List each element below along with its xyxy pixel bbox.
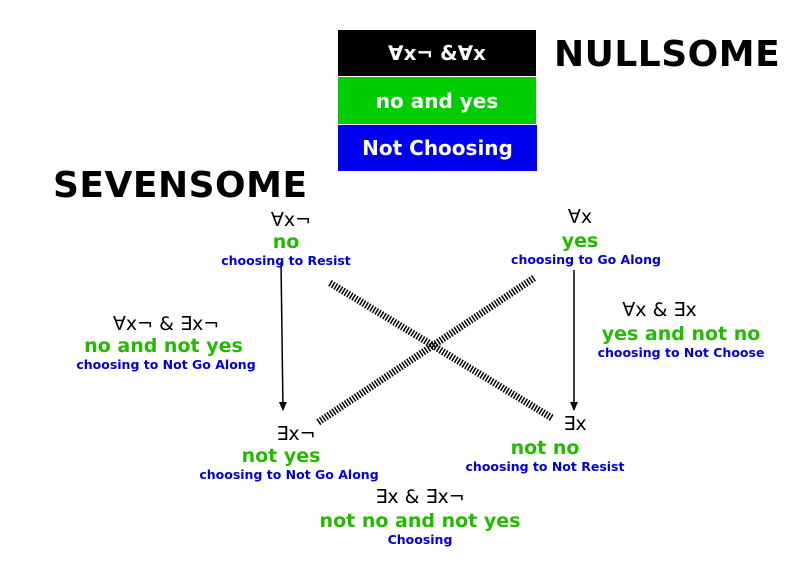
node-bottom-left-desc: choosing to Not Go Along — [199, 467, 379, 482]
node-top-left: ∀x¬ no choosing to Resist — [221, 209, 351, 268]
node-bottom-right: ∃x not no choosing to Not Resist — [466, 413, 625, 474]
node-right-mid-word: yes and not no — [601, 323, 761, 345]
node-bottom-right-symbol: ∃x — [563, 413, 587, 435]
arrow-left — [278, 261, 287, 411]
node-top-right-symbol: ∀x — [567, 206, 593, 228]
node-right-mid-symbol: ∀x & ∃x — [622, 299, 697, 321]
node-left-mid-word: no and not yes — [84, 335, 243, 357]
node-top-left-desc: choosing to Resist — [221, 253, 351, 268]
node-top-right: ∀x yes choosing to Go Along — [511, 206, 661, 267]
sevensome-title: SEVENSOME — [53, 165, 308, 206]
node-bottom-right-desc: choosing to Not Resist — [465, 459, 625, 474]
legend-green-box-label: no and yes — [375, 88, 499, 113]
hatched-diagonal-2 — [315, 275, 536, 426]
legend-blue-box-label: Not Choosing — [362, 136, 513, 160]
hatched-diagonal-1 — [328, 280, 554, 421]
node-top-left-word: no — [272, 231, 300, 253]
node-bottom-right-word: not no — [510, 437, 580, 459]
node-left-mid-symbol: ∀x¬ & ∃x¬ — [112, 313, 220, 335]
node-bottom-center-symbol: ∃x & ∃x¬ — [375, 486, 465, 508]
node-bottom-center: ∃x & ∃x¬ not no and not yes Choosing — [320, 486, 521, 547]
legend-green-box: no and yes — [338, 77, 536, 124]
node-top-left-symbol: ∀x¬ — [270, 209, 312, 231]
node-bottom-center-desc: Choosing — [387, 532, 453, 547]
node-bottom-left-symbol: ∃x¬ — [276, 423, 316, 445]
node-bottom-left-word: not yes — [241, 445, 321, 467]
node-bottom-center-word: not no and not yes — [319, 510, 521, 532]
node-left-mid: ∀x¬ & ∃x¬ no and not yes choosing to Not… — [76, 313, 255, 372]
legend-black-box: ∀x¬ &∀x — [338, 30, 536, 76]
node-right-mid: ∀x & ∃x yes and not no choosing to Not C… — [598, 299, 765, 360]
node-right-mid-desc: choosing to Not Choose — [597, 345, 765, 360]
node-left-mid-desc: choosing to Not Go Along — [76, 357, 256, 372]
nullsome-title: NULLSOME — [554, 34, 781, 75]
node-bottom-left: ∃x¬ not yes choosing to Not Go Along — [199, 423, 378, 482]
legend-black-box-label: ∀x¬ &∀x — [388, 41, 486, 65]
legend-blue-box: Not Choosing — [338, 125, 537, 171]
node-top-right-word: yes — [561, 230, 599, 252]
node-top-right-desc: choosing to Go Along — [511, 252, 661, 267]
